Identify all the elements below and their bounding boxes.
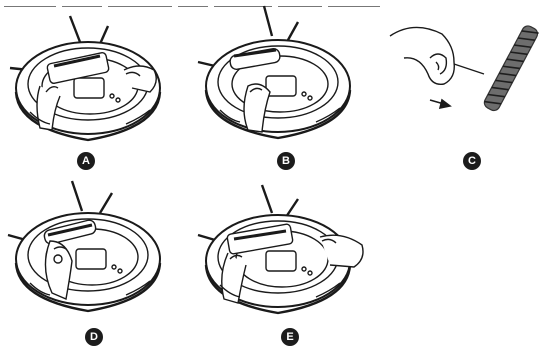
step-c-panel: C — [380, 0, 547, 175]
step-a-badge: A — [77, 152, 95, 170]
step-b-badge: B — [277, 152, 295, 170]
brush-cleaning-illustration — [380, 0, 547, 175]
step-c-badge: C — [463, 152, 481, 170]
step-b-panel: B — [190, 0, 370, 175]
robot-vacuum-illustration — [190, 0, 370, 175]
robot-vacuum-illustration — [0, 0, 180, 175]
step-a-panel: A — [0, 0, 180, 175]
step-e-badge: E — [281, 328, 299, 346]
robot-vacuum-illustration — [190, 175, 380, 349]
step-d-badge: D — [85, 328, 103, 346]
step-e-panel: E — [190, 175, 380, 349]
step-d-panel: D — [0, 175, 180, 349]
robot-vacuum-illustration — [0, 175, 180, 349]
